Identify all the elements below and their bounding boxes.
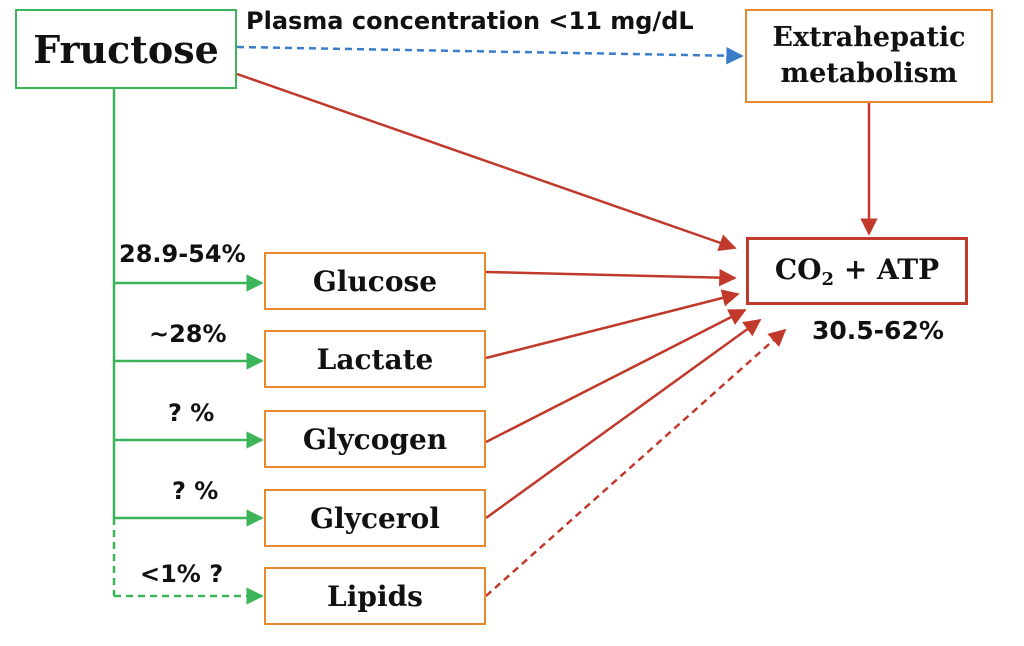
plasma-concentration-label: Plasma concentration <11 mg/dL [246, 7, 694, 35]
arrow-fructose-to-co2 [236, 72, 737, 252]
glucose-percentage-label: 28.9-54% [119, 240, 246, 268]
co2-subscript: 2 [821, 268, 835, 290]
co2-prefix: CO [774, 252, 822, 286]
lipids-percentage-label: <1% ? [140, 560, 224, 588]
glycerol-percentage-label: ? % [172, 477, 219, 505]
lactate-percentage-label: ~28% [149, 320, 227, 348]
extrahepatic-label-line1: Extrahepatic [772, 22, 966, 53]
glycogen-percentage-label: ? % [168, 399, 215, 427]
extrahepatic-label-line2: metabolism [780, 58, 958, 89]
glycerol-node: Glycerol [264, 489, 486, 547]
glycogen-node: Glycogen [264, 410, 486, 468]
fructose-label: Fructose [33, 26, 219, 72]
arrow-lipids-to-co2 [485, 328, 787, 597]
arrow-fructose-to-extrahepatic [236, 45, 744, 65]
co2-percentage-label: 30.5-62% [812, 316, 944, 345]
lipids-label: Lipids [327, 579, 423, 613]
lactate-label: Lactate [316, 342, 434, 376]
arrow-glucose-to-co2 [485, 268, 737, 287]
extrahepatic-metabolism-node: Extrahepatic metabolism [745, 9, 993, 103]
arrow-glycogen-to-co2 [485, 308, 747, 444]
arrow-lactate-to-co2 [485, 289, 740, 360]
lactate-node: Lactate [264, 330, 486, 388]
glucose-node: Glucose [264, 252, 486, 310]
glycerol-label: Glycerol [310, 501, 440, 535]
arrow-glycerol-to-co2 [485, 318, 762, 520]
glucose-label: Glucose [312, 264, 438, 298]
lipids-node: Lipids [264, 567, 486, 625]
co2-suffix: + ATP [834, 252, 940, 286]
fructose-node: Fructose [15, 9, 237, 89]
glycogen-label: Glycogen [302, 422, 448, 456]
co2-atp-node: CO2 + ATP [746, 237, 968, 305]
co2-label: CO2 + ATP [775, 253, 939, 290]
